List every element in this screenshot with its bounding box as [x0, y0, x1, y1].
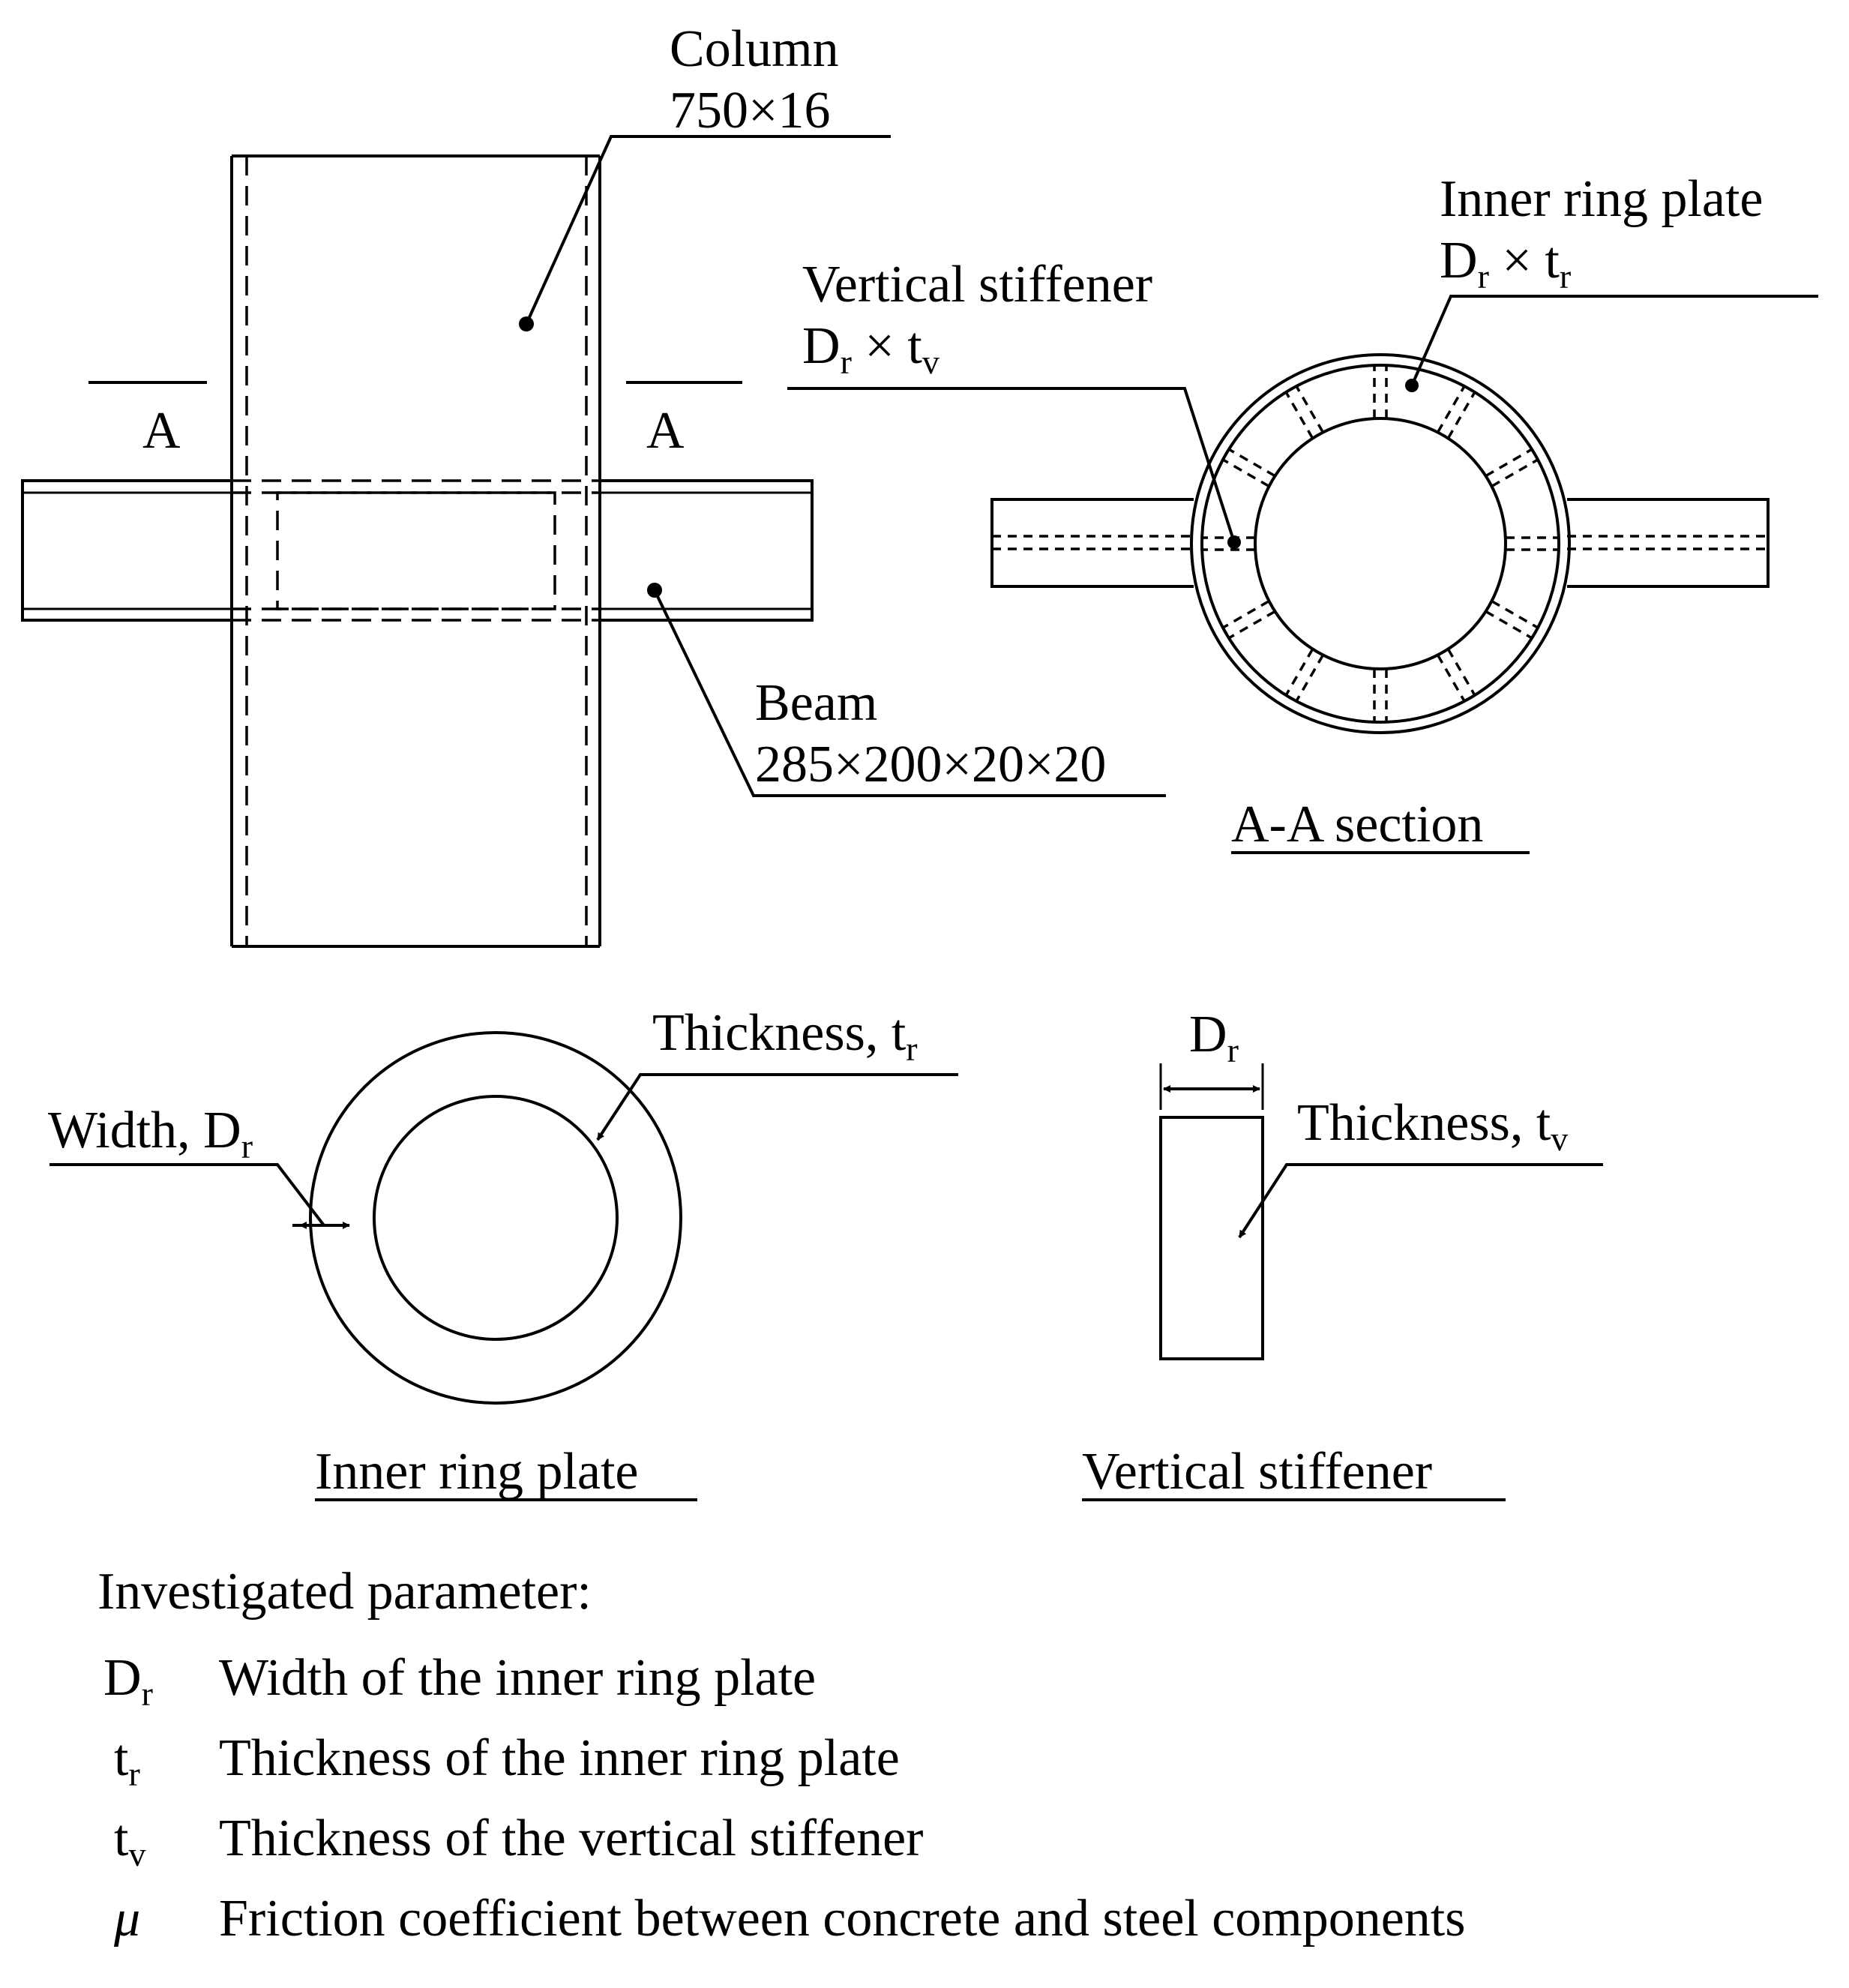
section-ring-dim: Dr × tr [1440, 232, 1571, 295]
beam-size: 285×200×20×20 [755, 736, 1106, 793]
parameter-legend: Investigated parameter: Dr Width of the … [97, 1563, 1466, 1948]
legend-description: Friction coefficient between concrete an… [219, 1890, 1466, 1948]
ring-plate-detail: Width, Dr Thickness, tr Inner ring plate [48, 1004, 958, 1501]
legend-description: Width of the inner ring plate [219, 1649, 816, 1707]
stiffener-detail-title: Vertical stiffener [1082, 1443, 1432, 1501]
column-label: Column [670, 20, 839, 78]
beam-label: Beam [755, 674, 877, 732]
stiffener-line [1485, 448, 1533, 478]
column-outline [230, 154, 601, 948]
stiffener-thickness-label: Thickness, tv [1297, 1094, 1568, 1158]
section-title: A-A section [1231, 796, 1483, 853]
legend-row: Dr Width of the inner ring plate [103, 1649, 816, 1713]
cut-mark-left: A [142, 402, 181, 460]
ring-width-label: Width, Dr [48, 1102, 253, 1165]
beam-leader: Beam 285×200×20×20 [647, 583, 1166, 797]
stiffener-line [1222, 600, 1270, 629]
legend-symbol: tv [114, 1810, 145, 1873]
ring-detail-title: Inner ring plate [315, 1443, 638, 1501]
legend-row: tv Thickness of the vertical stiffener [114, 1810, 923, 1873]
stiffener-line [1284, 391, 1314, 439]
column-size: 750×16 [670, 82, 830, 139]
ring-plate-leader: Inner ring plate Dr × tr [1405, 170, 1818, 392]
elevation-view: A A Column 750×16 Beam 285×200×20×20 [21, 20, 1166, 948]
stiffener-line [1446, 648, 1476, 696]
stiffener-line [1485, 610, 1533, 640]
column-leader: Column 750×16 [519, 20, 891, 331]
cut-mark-right: A [646, 402, 685, 460]
legend-heading: Investigated parameter: [97, 1563, 592, 1621]
legend-symbol: μ [113, 1890, 140, 1948]
section-stiffener-label: Vertical stiffener [802, 256, 1152, 313]
stiffener-detail: Dr Thickness, tv Vertical stiffener [1082, 1006, 1603, 1501]
section-cut-marks: A A [88, 381, 742, 460]
stiffener-line [1228, 448, 1276, 478]
section-view: Inner ring plate Dr × tr Vertical stiffe… [787, 170, 1818, 854]
beam-outline [21, 479, 814, 622]
stiffener-line [1295, 654, 1324, 702]
stiffener-line [1437, 654, 1466, 702]
stiffener-leader: Vertical stiffener Dr × tv [787, 256, 1241, 549]
section-beam-stubs [990, 498, 1770, 588]
legend-row: μ Friction coefficient between concrete … [113, 1890, 1466, 1948]
stiffener-line [1284, 648, 1314, 696]
legend-symbol: Dr [103, 1649, 153, 1713]
section-stiffener-dim: Dr × tv [802, 317, 939, 381]
stiffener-line [1295, 385, 1324, 433]
stiffener-line [1491, 600, 1539, 629]
stiffener-line [1437, 385, 1466, 433]
section-ring-label: Inner ring plate [1440, 170, 1763, 228]
legend-row: tr Thickness of the inner ring plate [114, 1729, 900, 1793]
legend-symbol: tr [114, 1729, 140, 1793]
ring-thickness-label: Thickness, tr [652, 1004, 918, 1068]
stiffener-line [1446, 391, 1476, 439]
stiffener-line [1491, 458, 1539, 487]
legend-description: Thickness of the inner ring plate [219, 1729, 900, 1787]
legend-description: Thickness of the vertical stiffener [219, 1810, 923, 1867]
stiffener-width-label: Dr [1189, 1006, 1239, 1069]
stiffener-line [1228, 610, 1276, 640]
section-rings [1190, 353, 1571, 734]
stiffener-line [1222, 458, 1270, 487]
section-stiffeners [1202, 365, 1559, 722]
